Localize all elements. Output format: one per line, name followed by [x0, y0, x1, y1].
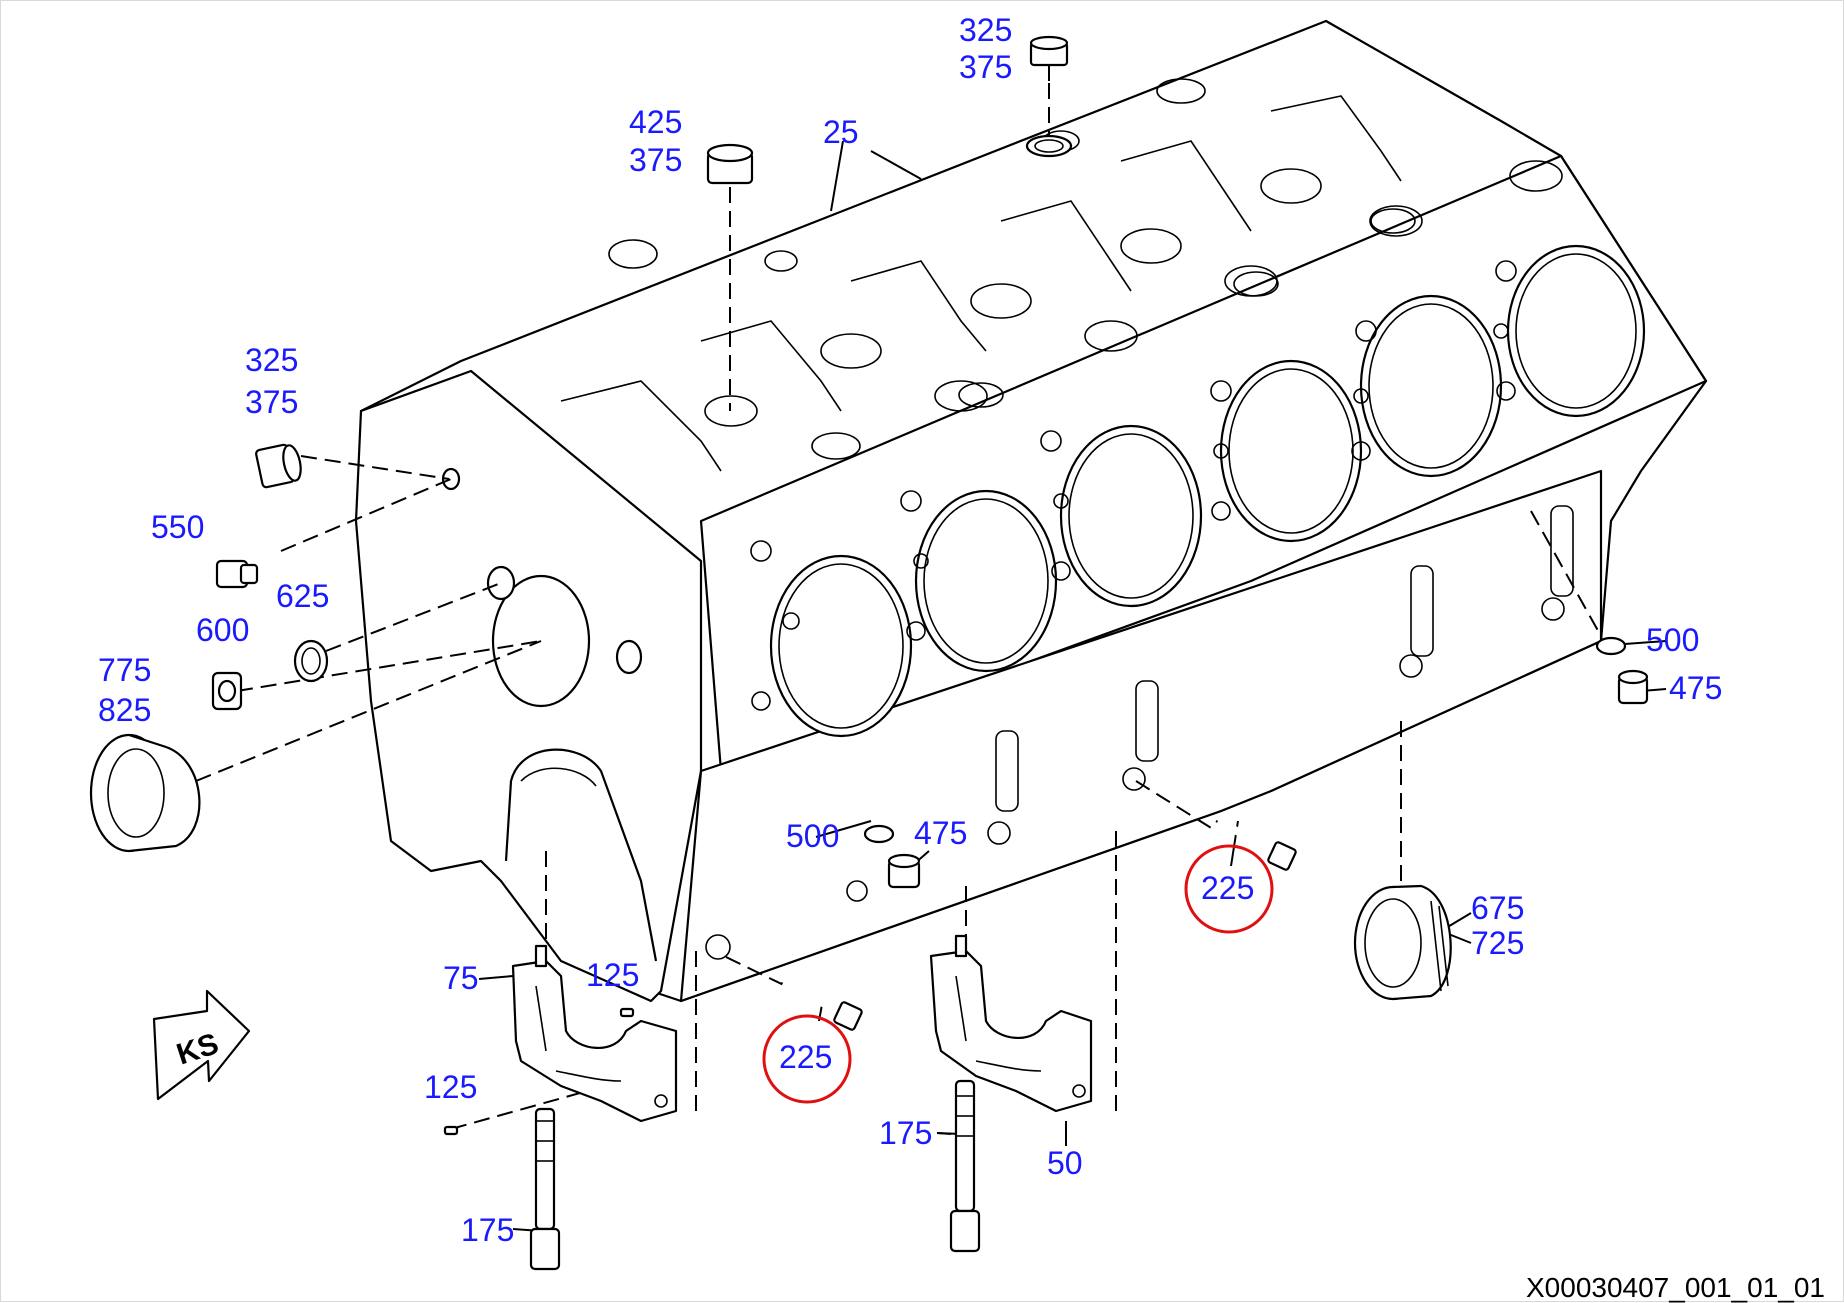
callout-325-left: 325: [245, 342, 298, 378]
highlight-circle-225-right: [1184, 844, 1274, 934]
bearing-cap-75: [511, 944, 678, 1123]
callout-500-right: 500: [1646, 622, 1699, 658]
loose-parts: [89, 35, 1649, 1271]
callout-175-right: 175: [879, 1115, 932, 1151]
front-port: [615, 639, 643, 675]
drawing-code: X00030407_001_01_01: [1526, 1272, 1825, 1303]
callout-125-b: 125: [424, 1069, 477, 1105]
callout-labels: 325 375 425 375 25 325 375 550 625 600 7…: [98, 12, 1722, 1248]
screw-plug-600: [211, 671, 243, 711]
callout-175-left: 175: [461, 1212, 514, 1248]
front-hole: [441, 467, 461, 491]
bolt-225-right: [1215, 817, 1297, 871]
callout-475-left: 475: [914, 815, 967, 851]
stud-175-left: [529, 1107, 561, 1271]
callout-725: 725: [1471, 925, 1524, 961]
plug-475-right: [1617, 669, 1649, 705]
deck-holes: [750, 260, 1517, 711]
bolt-225-left: [780, 979, 863, 1031]
highlight-circles: [762, 844, 1274, 1104]
plug-475-left: [887, 853, 921, 889]
callout-375-top: 375: [959, 49, 1012, 85]
bearing-cap-50: [929, 934, 1093, 1113]
callout-375-left: 375: [245, 384, 298, 420]
callout-775: 775: [98, 652, 151, 688]
callout-125-a: 125: [586, 957, 639, 993]
skirt-webs: [705, 505, 1574, 960]
plug-325-top: [1025, 35, 1073, 158]
cover-775: [89, 733, 201, 853]
assembly-lines: [195, 61, 1667, 1232]
plug-425: [706, 143, 754, 185]
callout-475-right: 475: [1669, 670, 1722, 706]
callout-550: 550: [151, 509, 204, 545]
screw-plug-550: [215, 559, 259, 589]
seal-ring-625: [293, 639, 329, 683]
callout-625: 625: [276, 578, 329, 614]
callout-825: 825: [98, 692, 151, 728]
highlight-circle-225-left: [762, 1014, 852, 1104]
stud-175-right: [949, 1079, 981, 1253]
pin-125-b: [443, 1125, 459, 1136]
seal-ring-500-left: [863, 824, 895, 844]
callout-425: 425: [629, 104, 682, 140]
callout-225-left: 225: [779, 1039, 832, 1075]
callout-225-right: 225: [1201, 870, 1254, 906]
front-main-bearing-arch: [504, 748, 658, 962]
callout-50: 50: [1047, 1145, 1083, 1181]
callout-675: 675: [1471, 890, 1524, 926]
left-bank-features: [560, 78, 1563, 472]
seal-ring-500-right: [1595, 636, 1627, 656]
callout-25: 25: [823, 114, 859, 150]
ks-direction-arrow: KS: [152, 989, 251, 1101]
callout-325-top: 325: [959, 12, 1012, 48]
pin-125-a: [619, 1007, 635, 1018]
engine-block: [354, 19, 1708, 1003]
front-plug-seat: [486, 565, 516, 601]
callout-600: 600: [196, 612, 249, 648]
cylinder-bores: [769, 244, 1646, 738]
callout-75: 75: [443, 960, 479, 996]
plug-325-left: [255, 443, 302, 489]
callout-500-left: 500: [786, 818, 839, 854]
callout-375-second: 375: [629, 142, 682, 178]
sleeve-675: [1353, 884, 1452, 1001]
